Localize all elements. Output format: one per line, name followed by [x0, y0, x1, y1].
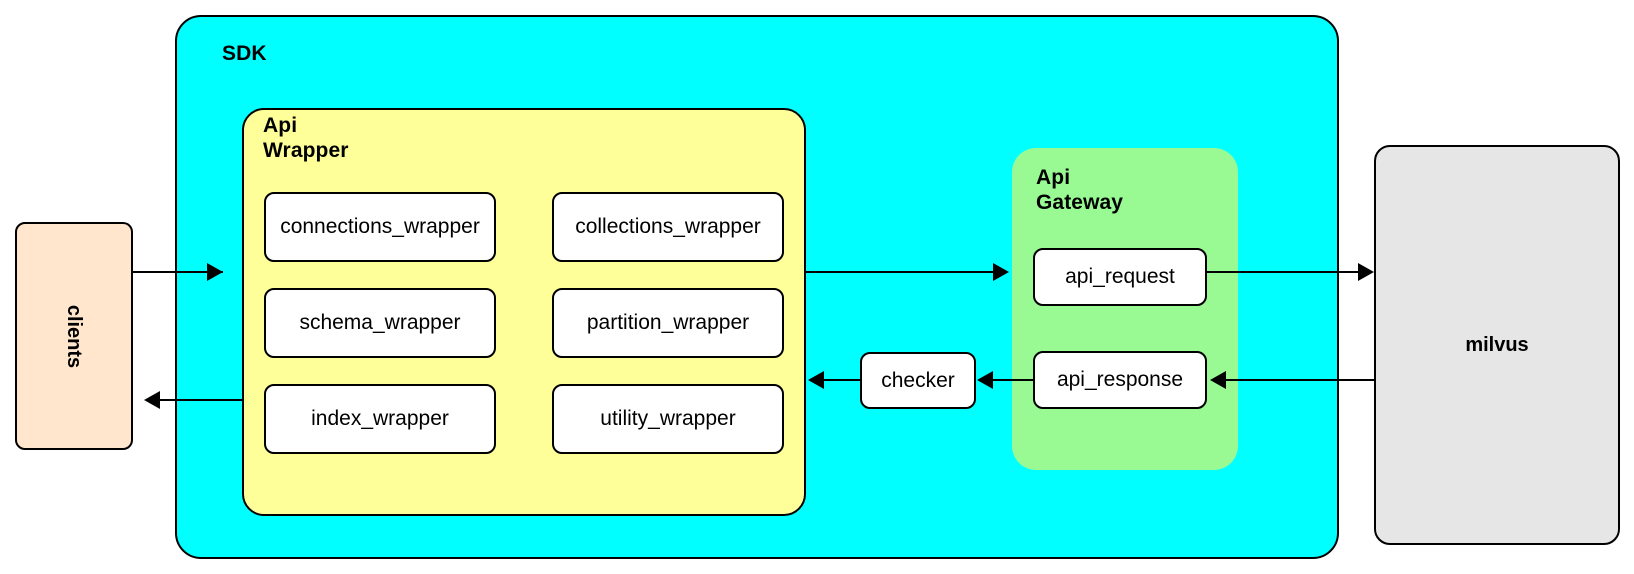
api-response-box[interactable]: api_response [1033, 351, 1207, 409]
clients-label: clients [63, 304, 86, 368]
arrow-sdk-to-clients-head [144, 391, 160, 409]
arrow-milvus-to-response-head [1210, 371, 1226, 389]
arrow-checker-to-wrapper-head [808, 371, 824, 389]
arrow-clients-to-sdk-head [207, 263, 223, 281]
index-wrapper-box[interactable]: index_wrapper [264, 384, 496, 454]
arrow-response-to-checker-line [993, 379, 1033, 381]
sdk-title: SDK [222, 42, 267, 65]
api-request-box[interactable]: api_request [1033, 248, 1207, 306]
arrow-wrapper-to-gateway-head [993, 263, 1009, 281]
schema-wrapper-box[interactable]: schema_wrapper [264, 288, 496, 358]
api-gateway-title: Api Gateway [1036, 166, 1124, 214]
arrow-wrapper-to-gateway-line [806, 271, 1006, 273]
clients-box[interactable]: clients [15, 222, 133, 450]
partition-wrapper-box[interactable]: partition_wrapper [552, 288, 784, 358]
api-wrapper-title: Api Wrapper [263, 114, 349, 162]
arrow-checker-to-wrapper-line [824, 379, 860, 381]
arrow-sdk-to-clients-line [160, 399, 242, 401]
arrow-milvus-to-response-line [1226, 379, 1374, 381]
arrow-clients-to-sdk-line [133, 271, 223, 273]
arrow-request-to-milvus-line [1207, 271, 1364, 273]
checker-box[interactable]: checker [860, 352, 976, 409]
collections-wrapper-box[interactable]: collections_wrapper [552, 192, 784, 262]
utility-wrapper-box[interactable]: utility_wrapper [552, 384, 784, 454]
milvus-box[interactable]: milvus [1374, 145, 1620, 545]
arrow-request-to-milvus-head [1358, 263, 1374, 281]
api-gateway-panel[interactable] [1012, 148, 1238, 470]
arrow-response-to-checker-head [977, 371, 993, 389]
connections-wrapper-box[interactable]: connections_wrapper [264, 192, 496, 262]
